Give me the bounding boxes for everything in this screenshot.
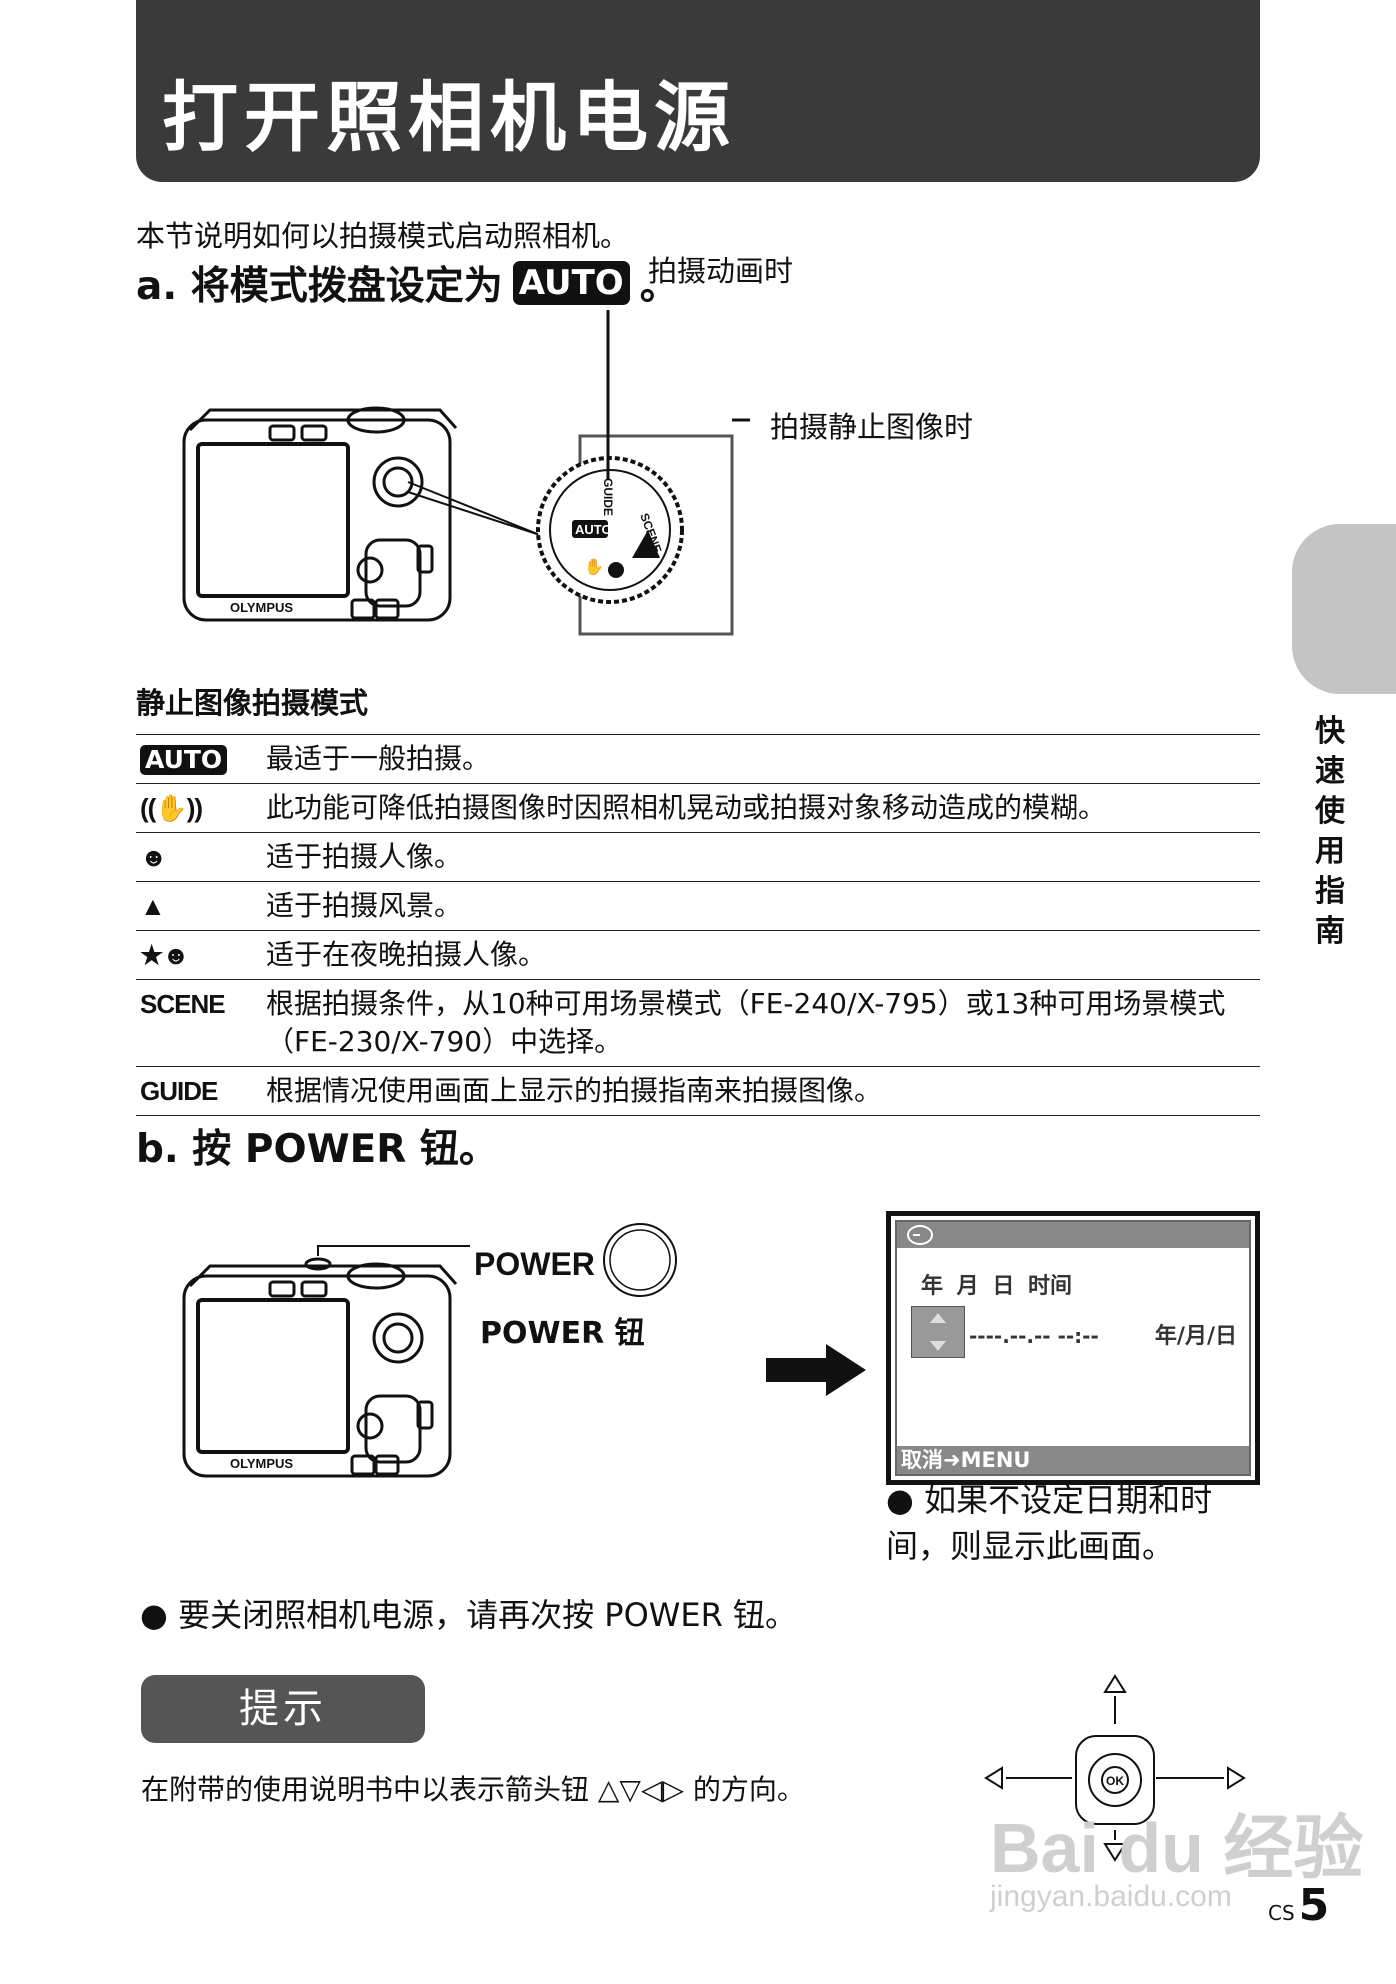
camera-body bbox=[182, 418, 452, 622]
mode-desc: 此功能可降低拍摄图像时因照相机晃动或拍摄对象移动造成的模糊。 bbox=[262, 783, 1260, 833]
step-a-prefix: a. 将模式拨盘设定为 bbox=[136, 264, 503, 309]
arrow-right-icon bbox=[1227, 1766, 1246, 1790]
modes-table: AUTO 最适于一般拍摄。 ((✋)) 此功能可降低拍摄图像时因照相机晃动或拍摄… bbox=[136, 734, 1260, 1116]
table-row: ((✋)) 此功能可降低拍摄图像时因照相机晃动或拍摄对象移动造成的模糊。 bbox=[136, 783, 1260, 833]
watermark-brand: Bai du 经验 bbox=[990, 1809, 1364, 1887]
tip-text: 在附带的使用说明书中以表示箭头钮 △▽◁▷ 的方向。 bbox=[141, 1773, 805, 1806]
camera-brand: OLYMPUS bbox=[230, 1456, 293, 1471]
screen-title-bar bbox=[897, 1222, 1249, 1248]
ok-label: OK bbox=[1106, 1774, 1124, 1788]
table-row: AUTO 最适于一般拍摄。 bbox=[136, 734, 1260, 784]
tip-heading: 提示 bbox=[141, 1675, 425, 1743]
table-row: ▲ 适于拍摄风景。 bbox=[136, 881, 1260, 931]
bullet-icon: ● bbox=[140, 1596, 168, 1634]
bullet-icon: ● bbox=[886, 1481, 914, 1519]
page-number: CS5 bbox=[1268, 1880, 1330, 1931]
clock-icon bbox=[907, 1225, 933, 1245]
arrow-down-icon bbox=[1103, 1843, 1127, 1862]
right-arrow-icon bbox=[766, 1344, 866, 1396]
date-time-screen: 年 月 日 时间 ----.--.-- --:-- 年/月/日 取消➜MENU bbox=[886, 1211, 1260, 1485]
side-tab bbox=[1292, 524, 1396, 694]
night-portrait-icon: ★☻ bbox=[136, 930, 262, 980]
step-b-heading: b. 按 POWER 钮。 bbox=[136, 1127, 498, 1172]
table-row: ★☻ 适于在夜晚拍摄人像。 bbox=[136, 930, 1260, 980]
screen-date-order: 年/月/日 bbox=[1154, 1324, 1237, 1349]
dial-auto-label: AUTO bbox=[575, 522, 612, 537]
landscape-icon: ▲ bbox=[136, 881, 262, 931]
table-row: GUIDE 根据情况使用画面上显示的拍摄指南来拍摄图像。 bbox=[136, 1066, 1260, 1116]
side-tab-label: 快速使用指南 bbox=[1315, 714, 1345, 949]
camera-power-diagram: OLYMPUS bbox=[182, 1223, 677, 1478]
mode-desc: 根据情况使用画面上显示的拍摄指南来拍摄图像。 bbox=[262, 1066, 1260, 1116]
mode-dial-small bbox=[372, 456, 424, 508]
arrow-left-icon bbox=[984, 1766, 1003, 1790]
ok-button bbox=[1101, 1766, 1129, 1794]
mode-desc: 适于拍摄风景。 bbox=[262, 881, 1260, 931]
camera-screen bbox=[196, 1298, 350, 1454]
mode-desc: 根据拍摄条件，从10种可用场景模式（FE-240/X-795）或13种可用场景模… bbox=[262, 979, 1260, 1067]
arrow-pad-diagram: OK bbox=[984, 1674, 1246, 1862]
power-off-note: ● 要关闭照相机电源，请再次按 POWER 钮。 bbox=[140, 1596, 798, 1634]
ok-button-small bbox=[356, 556, 384, 584]
title-bar: 打开照相机电源 bbox=[136, 0, 1260, 182]
portrait-icon: ☻ bbox=[136, 832, 262, 882]
stabilization-icon: ((✋)) bbox=[136, 783, 262, 833]
screen-values: ----.--.-- --:-- bbox=[969, 1324, 1099, 1348]
dial-stabilization-icon: ✋ bbox=[584, 557, 604, 576]
callout-still: 拍摄静止图像时 bbox=[770, 410, 974, 444]
spinner-control bbox=[911, 1306, 965, 1358]
camera-body bbox=[182, 1274, 452, 1478]
auto-badge: AUTO bbox=[512, 261, 630, 305]
power-button-label: POWER 钮 bbox=[480, 1316, 645, 1351]
table-row: ☻ 适于拍摄人像。 bbox=[136, 832, 1260, 882]
camera-brand: OLYMPUS bbox=[230, 600, 293, 615]
mode-desc: 适于拍摄人像。 bbox=[262, 832, 1260, 882]
step-a-heading: a. 将模式拨盘设定为 AUTO 。 bbox=[136, 255, 679, 311]
guide-mode-icon: GUIDE bbox=[136, 1066, 262, 1116]
arrow-up-icon bbox=[1103, 1674, 1127, 1693]
mode-desc: 适于在夜晚拍摄人像。 bbox=[262, 930, 1260, 980]
dial-landscape-icon bbox=[632, 530, 660, 558]
power-button-small bbox=[304, 1257, 332, 1271]
mode-desc: 最适于一般拍摄。 bbox=[262, 734, 1260, 784]
scene-mode-icon: SCENE bbox=[136, 979, 262, 1067]
dial-portrait-icon bbox=[608, 562, 624, 578]
watermark-url: jingyan.baidu.com bbox=[990, 1880, 1232, 1913]
power-label: POWER bbox=[474, 1246, 595, 1282]
intro-text: 本节说明如何以拍摄模式启动照相机。 bbox=[136, 219, 630, 253]
screen-header: 年 月 日 时间 bbox=[921, 1274, 1072, 1299]
step-a-suffix: 。 bbox=[639, 264, 679, 309]
page-title: 打开照相机电源 bbox=[162, 73, 736, 162]
auto-mode-icon: AUTO bbox=[136, 734, 262, 784]
camera-screen bbox=[196, 442, 350, 598]
dial-guide-label: GUIDE bbox=[601, 478, 615, 516]
callout-movie: 拍摄动画时 bbox=[648, 254, 794, 288]
modes-heading: 静止图像拍摄模式 bbox=[136, 686, 369, 720]
table-row: SCENE 根据拍摄条件，从10种可用场景模式（FE-240/X-795）或13… bbox=[136, 979, 1260, 1067]
camera-mode-dial-diagram: OLYMPUS AUTO SCENE GUIDE ✋ bbox=[182, 310, 750, 636]
screen-note: ● 如果不设定日期和时间，则显示此画面。 bbox=[886, 1481, 1213, 1565]
screen-footer: 取消➜MENU bbox=[897, 1446, 1249, 1474]
